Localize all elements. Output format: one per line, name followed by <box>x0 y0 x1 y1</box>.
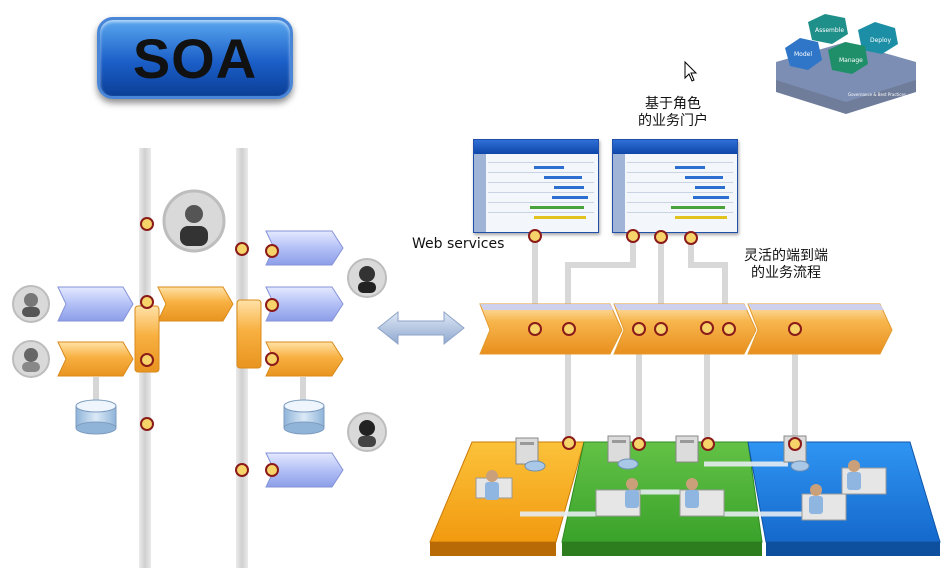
connection-node <box>632 322 646 336</box>
connection-node <box>235 463 249 477</box>
connection-node <box>528 229 542 243</box>
logo-word: Deploy <box>870 37 891 44</box>
logo-word: Model <box>794 51 812 58</box>
connection-node <box>528 322 542 336</box>
web-services-label: Web services <box>412 236 505 252</box>
server-icon <box>675 435 699 463</box>
logo-word: Manage <box>839 57 863 64</box>
server-icon <box>515 437 546 472</box>
flow-label: 灵活的端到端 的业务流程 <box>744 248 828 281</box>
connection-node <box>701 437 715 451</box>
worker-icon <box>595 478 641 517</box>
worker-icon <box>679 478 725 517</box>
process-chevron <box>57 341 134 377</box>
people-photo-icon <box>347 412 387 452</box>
people-photo-icon <box>347 258 387 298</box>
logo-word: Governance & Best Practices <box>848 92 906 97</box>
connection-node <box>788 437 802 451</box>
connection-node <box>265 352 279 366</box>
connection-node <box>788 322 802 336</box>
logo-word: Assemble <box>815 27 844 34</box>
people-photo-icon <box>12 340 50 378</box>
connection-node <box>562 322 576 336</box>
connection-node <box>140 353 154 367</box>
connection-node <box>654 322 668 336</box>
double-arrow-icon <box>377 310 465 346</box>
connection-node <box>265 463 279 477</box>
worker-icon <box>841 460 887 495</box>
platform-orange <box>429 441 585 556</box>
portal-window-right <box>612 139 738 233</box>
connection-node <box>684 231 698 245</box>
connection-node <box>235 242 249 256</box>
mouse-cursor-icon <box>684 60 698 82</box>
connector-lines <box>532 238 798 442</box>
platform-green <box>561 441 763 556</box>
hexagon-logo: Model Assemble Deploy Manage Governance … <box>776 14 916 114</box>
server-icon <box>607 435 639 470</box>
connection-node <box>562 436 576 450</box>
process-bus <box>479 303 893 355</box>
soa-badge <box>97 17 293 99</box>
database-icon <box>75 399 117 435</box>
portal-label: 基于角色 的业务门户 <box>638 96 708 129</box>
soa-title: SOA <box>132 26 258 90</box>
database-icon <box>283 399 325 435</box>
worker-icon <box>801 484 847 521</box>
connection-node <box>140 417 154 431</box>
people-photo-icon <box>162 189 226 253</box>
connection-node <box>140 217 154 231</box>
connection-node <box>654 230 668 244</box>
connection-node <box>140 295 154 309</box>
rail-connector <box>236 299 262 369</box>
connection-node <box>626 229 640 243</box>
connection-node <box>700 321 714 335</box>
portal-window-left <box>473 139 599 233</box>
process-chevron <box>57 286 134 322</box>
worker-icon <box>475 470 513 500</box>
people-photo-icon <box>12 285 50 323</box>
process-chevron <box>157 286 234 322</box>
connection-node <box>722 322 736 336</box>
connection-node <box>265 298 279 312</box>
connection-node <box>632 437 646 451</box>
connection-node <box>265 244 279 258</box>
